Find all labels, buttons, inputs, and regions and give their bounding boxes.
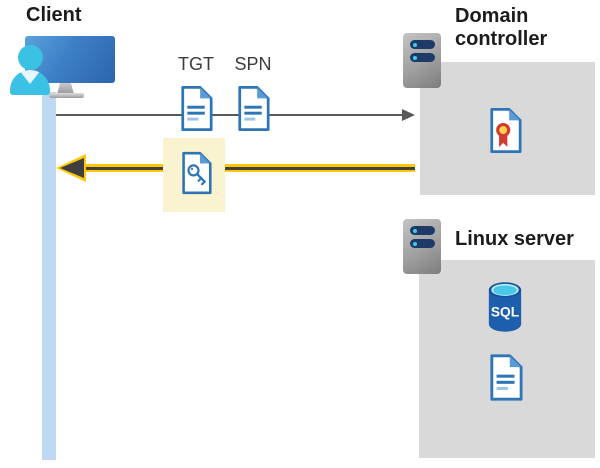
- sql-database-icon: SQL: [488, 282, 522, 332]
- keytab-document-icon: [490, 354, 523, 401]
- domain-controller-label: Domain controller: [455, 5, 548, 50]
- domain-controller-server-icon: [403, 33, 441, 88]
- server-drive-bar-icon: [410, 226, 435, 235]
- spn-document-icon: [238, 86, 270, 131]
- tgt-label: TGT: [178, 54, 214, 74]
- response-arrow-line: [72, 164, 415, 172]
- key-document-icon: [182, 151, 212, 195]
- client-label: Client: [26, 4, 82, 26]
- person-body-icon: [10, 70, 50, 95]
- tgt-document-icon: [181, 86, 213, 131]
- person-icon: [18, 45, 43, 70]
- spn-label: SPN: [234, 54, 272, 74]
- response-arrow-head-icon: [60, 158, 84, 178]
- linux-server-label: Linux server: [455, 228, 574, 250]
- monitor-stand-icon: [57, 83, 74, 94]
- linux-server-icon: [403, 219, 441, 274]
- certificate-icon: [490, 108, 522, 153]
- request-arrow-head-icon: [402, 109, 415, 121]
- request-arrow-line: [56, 114, 405, 116]
- server-drive-bar-icon: [410, 239, 435, 248]
- server-drive-bar-icon: [410, 53, 435, 62]
- response-arrow-core-line: [72, 166, 415, 170]
- sql-icon-label: SQL: [491, 305, 519, 320]
- server-drive-bar-icon: [410, 40, 435, 49]
- monitor-stand-base-icon: [49, 93, 84, 98]
- client-connection-bar: [42, 92, 56, 460]
